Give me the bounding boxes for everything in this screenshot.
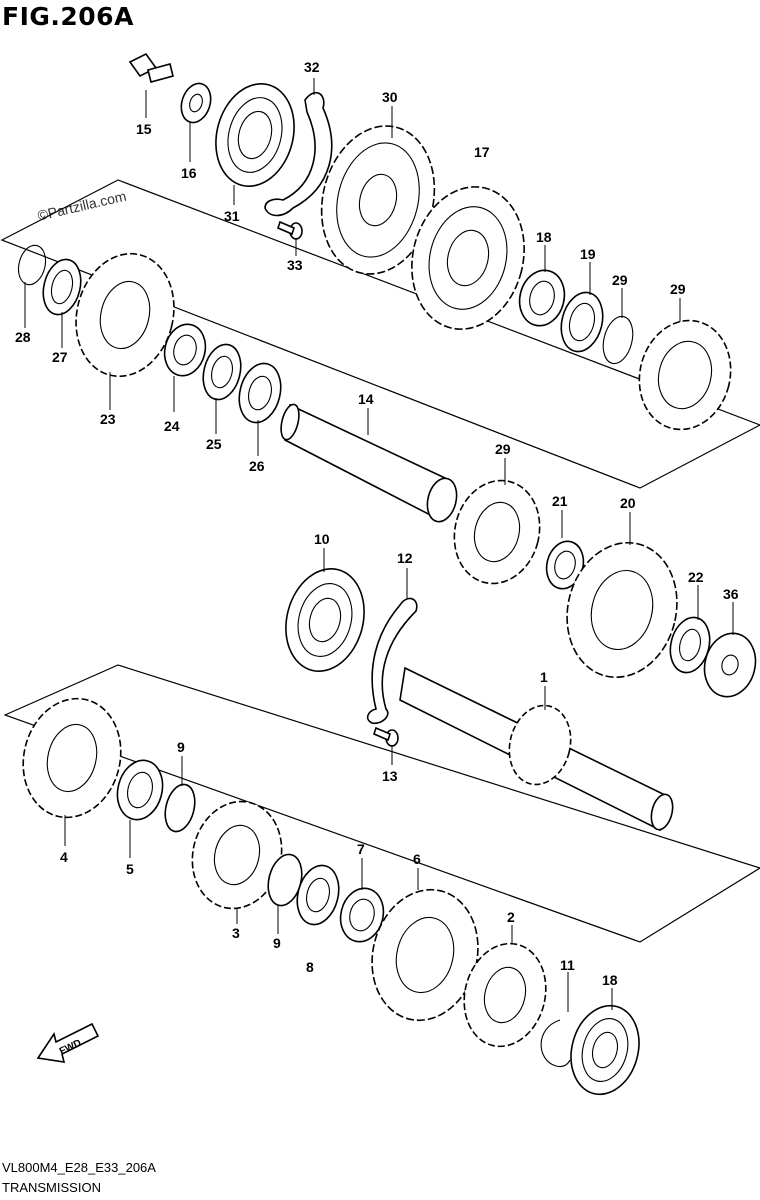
callout-12: 12 xyxy=(397,550,413,566)
retainer-icon xyxy=(264,91,333,217)
gear-icon xyxy=(463,942,547,1048)
washer-icon xyxy=(703,632,757,698)
gear-icon xyxy=(453,479,541,585)
callout-27: 26 xyxy=(249,458,265,474)
callout-28: 27 xyxy=(52,349,68,365)
callout-29: 29 xyxy=(612,272,628,288)
ball-bearing-icon xyxy=(570,1004,640,1096)
washer-icon xyxy=(238,362,282,424)
figure-title: FIG.206A xyxy=(2,2,134,31)
shaft-icon xyxy=(280,403,458,523)
needle-bearing-icon xyxy=(116,759,164,821)
screw-icon xyxy=(277,220,303,240)
callout-34: 32 xyxy=(304,59,320,75)
callout-7: 7 xyxy=(357,841,365,857)
callout-1: 1 xyxy=(540,669,548,685)
shaft-icon xyxy=(399,666,674,832)
callout-36: 36 xyxy=(723,586,739,602)
callout-8: 8 xyxy=(306,959,314,975)
gear-icon xyxy=(22,697,122,819)
callout-11: 10 xyxy=(314,531,330,547)
callout-21: 20 xyxy=(620,495,636,511)
washer-icon xyxy=(202,343,242,401)
washer-icon xyxy=(42,258,82,316)
callout-14: 18 xyxy=(602,972,618,988)
washer-icon xyxy=(560,291,604,353)
leader-lines xyxy=(24,78,734,1012)
diagram-code: VL800M4_E28_E33_206A xyxy=(2,1160,156,1175)
fwd-arrow-icon: FWD xyxy=(36,1022,100,1063)
callout-15: 14 xyxy=(358,391,374,407)
gear-icon xyxy=(411,186,525,330)
needle-bearing-icon xyxy=(518,269,566,327)
section-title: TRANSMISSION xyxy=(2,1180,101,1195)
callout-23: 22 xyxy=(688,569,704,585)
callout-33: 31 xyxy=(224,208,240,224)
retainer-icon xyxy=(366,597,418,725)
callout-2: 2 xyxy=(507,909,515,925)
callout-30: 29 xyxy=(670,281,686,297)
callout-32: 30 xyxy=(382,89,398,105)
ball-bearing-icon xyxy=(285,568,365,672)
circlip-icon xyxy=(17,244,47,286)
callout-9: 9 xyxy=(177,739,185,755)
callout-16: 15 xyxy=(136,121,152,137)
callout-6: 6 xyxy=(413,851,421,867)
gear-icon xyxy=(566,541,678,679)
needle-bearing-icon xyxy=(339,887,385,943)
callout-18: 17 xyxy=(474,144,490,160)
callout-4: 4 xyxy=(60,849,68,865)
countershaft-group-outline xyxy=(0,179,760,489)
callout-29: 28 xyxy=(15,329,31,345)
callout-35: 33 xyxy=(287,257,303,273)
screw-icon xyxy=(373,726,399,747)
callout-20: 19 xyxy=(580,246,596,262)
callout-24: 23 xyxy=(100,411,116,427)
washer-icon xyxy=(296,864,340,926)
circlip-icon xyxy=(540,1019,571,1068)
callout-22: 21 xyxy=(552,493,568,509)
bolt-icon xyxy=(128,52,174,83)
washer-icon xyxy=(164,783,196,833)
washer-icon xyxy=(180,82,212,124)
ball-bearing-icon xyxy=(215,83,295,187)
callout-10: 11 xyxy=(560,957,575,973)
callout-13: 13 xyxy=(382,768,398,784)
callout-3: 3 xyxy=(232,925,240,941)
driveshaft-group-outline xyxy=(3,664,760,943)
gear-icon xyxy=(320,125,436,275)
circlip-icon xyxy=(602,315,634,365)
callout-17: 16 xyxy=(181,165,197,181)
callout-5: 5 xyxy=(126,861,134,877)
callout-25: 24 xyxy=(164,418,180,434)
callout-9: 9 xyxy=(273,935,281,951)
callout-19: 18 xyxy=(536,229,552,245)
callout-26: 25 xyxy=(206,436,222,452)
callout-31: 29 xyxy=(495,441,511,457)
callout-labels: 15 16 31 32 30 17 33 18 19 29 29 28 27 2… xyxy=(15,59,739,988)
needle-bearing-icon xyxy=(163,323,207,377)
gear-icon xyxy=(638,319,732,431)
